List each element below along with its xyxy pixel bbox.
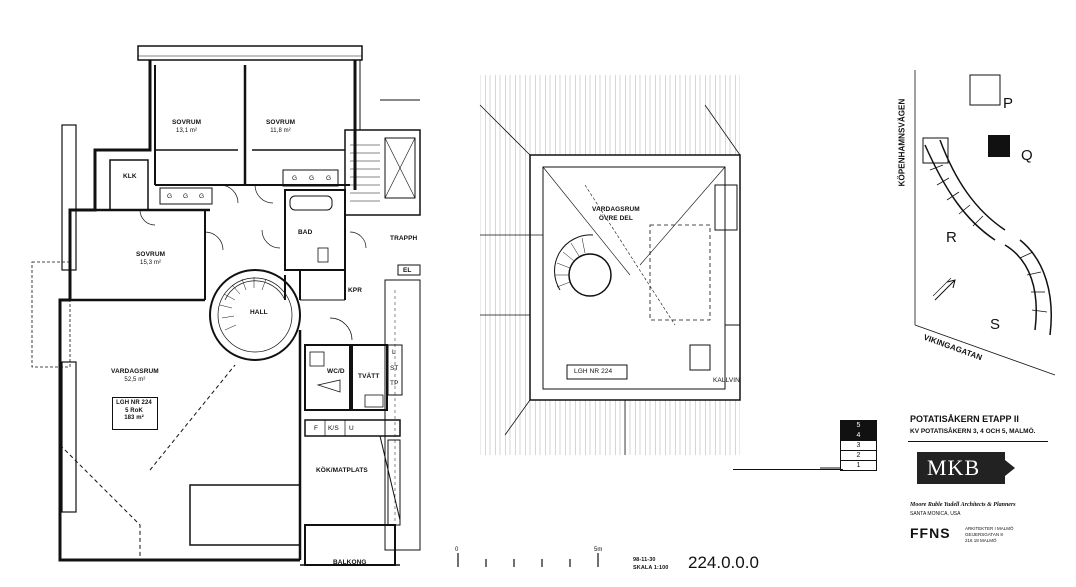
project-title: POTATISÅKERN ETAPP II (910, 414, 1019, 424)
architect-name: Moore Ruble Yudell Architects & Planners (910, 502, 1016, 508)
upper-room-sub: ÖVRE DEL (598, 215, 633, 222)
block-label-s: S (990, 316, 1001, 333)
upper-room-name: VARDAGSRUM (592, 206, 640, 213)
apartment-number: LGH NR 224 (116, 400, 152, 406)
room-label-bad: BAD (298, 229, 313, 236)
floor-key: 5 4 3 2 1 (840, 420, 877, 471)
room-label-klk: KLK (123, 173, 137, 180)
architect-city: SANTA MONICA, USA (910, 511, 961, 517)
room-area: 52,5 m² (124, 377, 146, 383)
ffns-line: GEIJERSGATAN 8 (965, 532, 1003, 537)
room-name: SOVRUM (136, 251, 166, 258)
room-label-vardagsrum: VARDAGSRUM 52,5 m² (111, 367, 159, 385)
site-map-drawing (914, 70, 1056, 376)
room-area: 15,3 m² (140, 260, 162, 266)
ffns-line: ARKITEKTER I MALMÖ (965, 526, 1014, 531)
ffns-logo: FFNS (910, 525, 951, 541)
cabinet-mark: ST (390, 365, 399, 372)
wardrobe-mark: G (167, 193, 173, 200)
cabinet-mark: TP (390, 380, 399, 387)
upper-room-label: VARDAGSRUM ÖVRE DEL (592, 205, 640, 223)
kitchen-mark: U (349, 425, 354, 432)
project-address: KV POTATISÅKERN 3, 4 OCH 5, MALMÖ. (910, 428, 1036, 435)
upper-apartment-label: LGH NR 224 (574, 368, 613, 375)
upper-kallvind-label: KALLVIN (713, 377, 740, 384)
street-label-kopenhamnsvagen: KÖPENHAMNSVÄGEN (897, 98, 907, 187)
block-label-p: P (1003, 95, 1014, 112)
apartment-rooms: 5 RoK (125, 408, 143, 414)
scale-bar (457, 553, 599, 567)
apartment-info-box (112, 397, 158, 430)
room-area: 11,8 m² (270, 128, 291, 134)
apartment-area: 183 m² (124, 415, 144, 421)
room-label-tvatt: TVÄTT (358, 373, 380, 380)
mkb-logo-text: MKB (927, 455, 981, 480)
divider-line (733, 469, 843, 470)
ffns-address: ARKITEKTER I MALMÖ GEIJERSGATAN 8 216 18… (965, 526, 1014, 544)
room-area: 13,1 m² (176, 128, 198, 134)
room-label-sovrum-3: SOVRUM 15,3 m² (136, 250, 165, 268)
title-divider (908, 441, 1048, 442)
wardrobe-mark: G (183, 193, 189, 200)
room-name: VARDAGSRUM (111, 368, 159, 375)
room-name: SOVRUM (172, 119, 202, 126)
room-label-trapph: TRAPPH (390, 235, 418, 242)
wardrobe-mark: G (309, 175, 315, 182)
floor-key-row-highlighted: 4 (841, 431, 876, 441)
cabinet-mark: L (392, 349, 396, 356)
room-label-wcd: WC/D (327, 368, 345, 375)
block-label-r: R (946, 229, 957, 246)
floor-key-row: 5 (841, 421, 876, 431)
room-label-balkong: BALKONG (333, 559, 367, 566)
upper-level-plan-drawing (479, 75, 741, 455)
room-label-kpr: KPR (348, 287, 363, 294)
scale-start-label: 0 (455, 547, 459, 553)
ffns-line: 216 18 MALMÖ (965, 538, 997, 543)
wardrobe-mark: G (292, 175, 298, 182)
wardrobe-mark: G (326, 175, 332, 182)
mkb-logo: MKB (917, 452, 1015, 484)
apartment-info: LGH NR 224 5 RoK 183 m² (114, 399, 154, 422)
drawing-date: 98-11-30 (633, 557, 656, 563)
room-label-hall: HALL (250, 309, 268, 316)
wardrobe-mark: G (199, 193, 205, 200)
drawing-number: 224.0.0.0 (688, 553, 759, 572)
room-label-kok: KÖK/MATPLATS (316, 467, 368, 474)
floor-key-row: 3 (841, 441, 876, 451)
title-block: POTATISÅKERN ETAPP II KV POTATISÅKERN 3,… (905, 410, 1065, 575)
drawing-scale: SKALA 1:100 (633, 565, 669, 571)
floor-key-row: 2 (841, 451, 876, 461)
room-label-sovrum-2: SOVRUM 11,8 m² (266, 118, 295, 136)
kitchen-mark: K/S (328, 425, 339, 432)
room-label-sovrum-1: SOVRUM 13,1 m² (172, 118, 201, 136)
room-name: SOVRUM (266, 119, 296, 126)
floor-key-row: 1 (856, 462, 861, 469)
kitchen-mark: F (314, 425, 319, 432)
room-label-el: EL (403, 267, 412, 274)
floor-plan-drawing (31, 45, 421, 566)
block-label-q: Q (1021, 147, 1033, 164)
mkb-logo-notch (1005, 460, 1015, 476)
scale-end-label: 5m (594, 547, 603, 553)
